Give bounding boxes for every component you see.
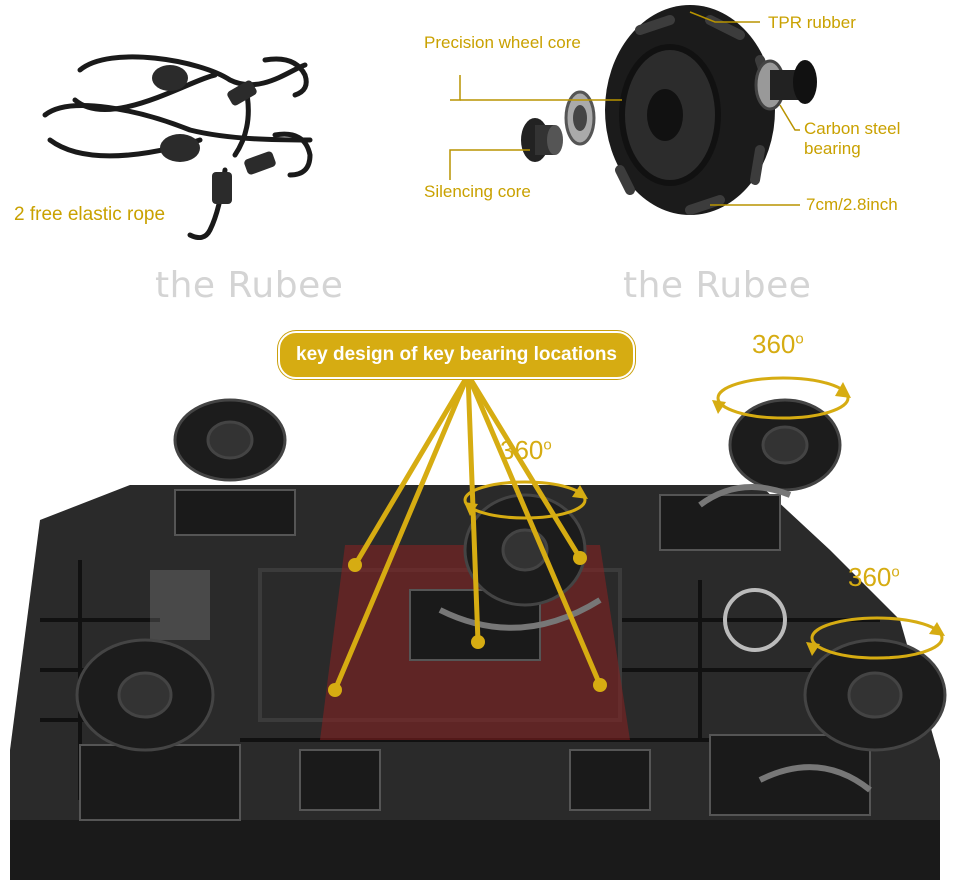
degree-symbol: o	[891, 563, 900, 581]
wheel-rear-right	[758, 638, 947, 793]
elastic-rope-illustration	[42, 54, 313, 240]
silencing-core-part	[521, 118, 563, 162]
right-bearing-part	[754, 59, 817, 111]
wheel-front-right	[698, 398, 842, 508]
rope-caption: 2 free elastic rope	[14, 204, 166, 225]
rotation-label-front-right: 360o	[752, 329, 804, 360]
label-precision-wheel-core: Precision wheel core	[424, 33, 581, 52]
mount-plates	[79, 489, 871, 821]
watermark-right: the Rubee	[623, 265, 812, 306]
pointer-lines	[332, 372, 603, 693]
label-carbon-steel-bearing: Carbon steel bearing	[804, 119, 901, 158]
degree-symbol: o	[543, 436, 552, 454]
rotation-value: 360	[752, 329, 796, 359]
rotation-value: 360	[500, 435, 544, 465]
rotation-label-rear-right: 360o	[848, 562, 900, 593]
rotation-value: 360	[848, 562, 892, 592]
cart-base-illustration	[10, 372, 947, 880]
wheel-front-left	[173, 398, 287, 482]
label-wheel-size: 7cm/2.8inch	[806, 195, 898, 214]
pointer-dots	[328, 551, 607, 697]
rotation-arrowheads	[464, 382, 945, 656]
wheel-exploded-illustration	[449, 5, 817, 215]
watermark-left: the Rubee	[155, 265, 344, 306]
rotation-label-center: 360o	[500, 435, 552, 466]
wheel-rear-left	[75, 638, 215, 752]
handle-opening	[150, 570, 210, 640]
bearing-part	[564, 90, 596, 146]
key-design-banner: key design of key bearing locations	[278, 331, 635, 379]
tire-part	[605, 5, 775, 215]
rotation-arrows	[463, 376, 944, 660]
degree-symbol: o	[795, 330, 804, 348]
label-silencing-core: Silencing core	[424, 182, 531, 201]
label-tpr-rubber: TPR rubber	[768, 13, 856, 32]
center-ring	[723, 588, 787, 652]
